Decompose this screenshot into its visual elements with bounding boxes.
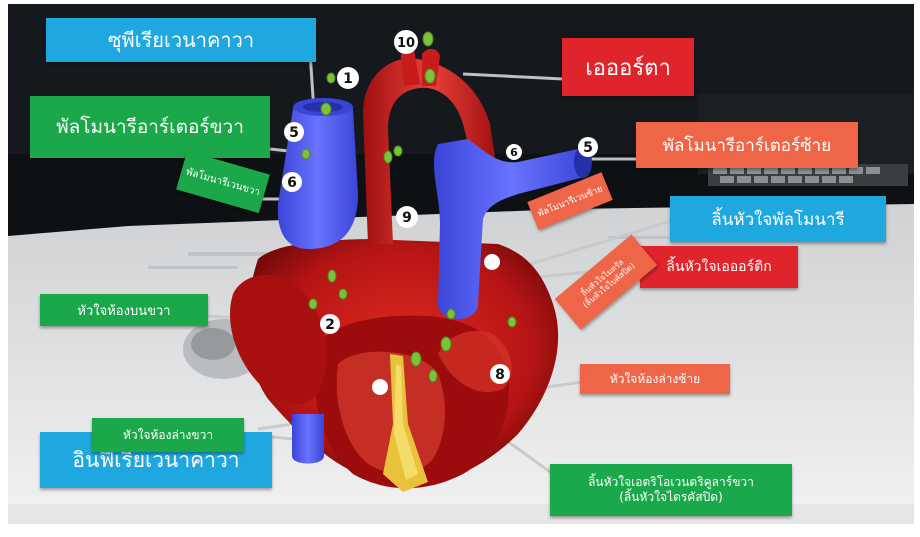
label-aortic-valve[interactable]: ลิ้นหัวใจเอออร์ติก <box>640 246 798 288</box>
label-left-ventricle[interactable]: หัวใจห้องล่างซ้าย <box>580 364 730 394</box>
label-right-ventricle[interactable]: หัวใจห้องล่างขวา <box>92 418 244 452</box>
label-pulmonary-valve[interactable]: ลิ้นหัวใจพัลโมนารี <box>670 196 886 242</box>
label-tricuspid-valve[interactable]: ลิ้นหัวใจเอตริโอเวนตริคูลาร์ขวา (ลิ้นหัว… <box>550 464 792 516</box>
label-right-pulmonary-artery[interactable]: พัลโมนารีอาร์เตอร์ขวา <box>30 96 270 158</box>
ar-camera-view: 1 10 5 6 9 2 8 5 6 ซุพีเรียเวนาคาวา เอออ… <box>8 4 914 524</box>
label-aorta[interactable]: เอออร์ตา <box>562 38 694 96</box>
label-superior-vena-cava[interactable]: ซุพีเรียเวนาคาวา <box>46 18 316 62</box>
tricuspid-valve-line2: (ลิ้นหัวใจไตรคัสปิด) <box>619 490 723 505</box>
tricuspid-valve-line1: ลิ้นหัวใจเอตริโอเวนตริคูลาร์ขวา <box>588 475 754 490</box>
label-right-atrium[interactable]: หัวใจห้องบนขวา <box>40 294 208 326</box>
label-left-pulmonary-artery[interactable]: พัลโมนารีอาร์เตอร์ซ้าย <box>636 122 858 168</box>
